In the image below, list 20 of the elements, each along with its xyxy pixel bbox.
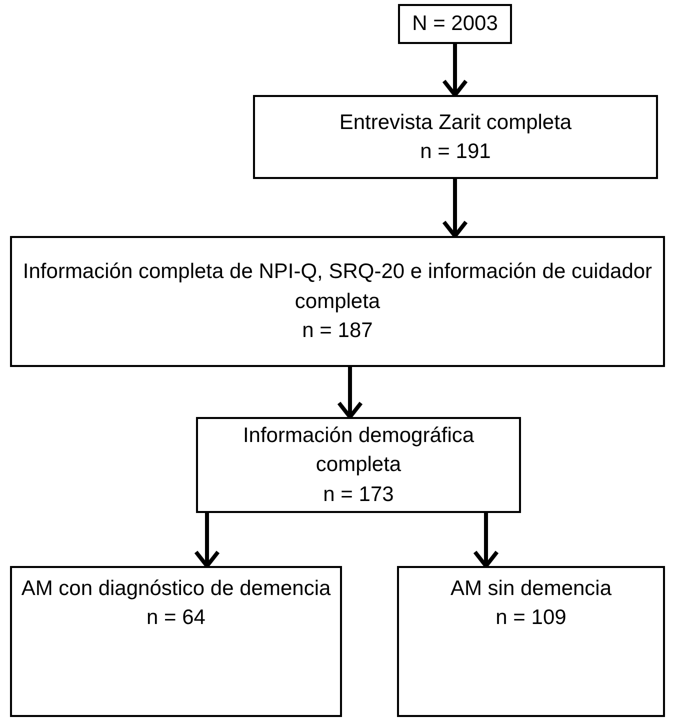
arrow: [194, 513, 220, 568]
process-box: [196, 417, 521, 513]
process-box: [10, 236, 665, 367]
box-text: AM sin demencia: [450, 576, 612, 602]
arrow: [442, 44, 468, 97]
box-text: Entrevista Zarit completa: [339, 110, 572, 136]
box-text: n = 191: [420, 139, 491, 165]
box-text: n = 187: [302, 318, 373, 344]
arrow: [442, 179, 468, 238]
box-text: n = 64: [146, 605, 206, 632]
process-box: [10, 566, 342, 717]
process-box: [397, 566, 665, 717]
box-text: AM con diagnóstico de demencia: [21, 576, 331, 602]
box-text: N = 2003: [412, 11, 498, 38]
arrow: [337, 367, 363, 419]
process-box: [253, 95, 658, 179]
box-text: n = 109: [496, 605, 566, 632]
process-box: [398, 4, 512, 44]
box-text: n = 173: [323, 482, 394, 508]
arrow: [473, 513, 499, 568]
